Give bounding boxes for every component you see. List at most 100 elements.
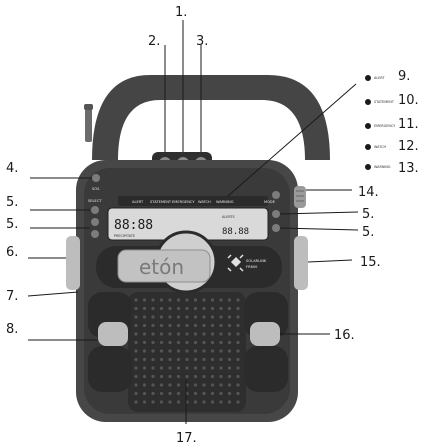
grille-dot [236,357,240,362]
callout-17: 17. [176,431,197,445]
model-line-1: SOLARLINK [246,259,267,263]
grille-dot [202,391,206,396]
model-line-2: FR600 [246,265,258,269]
callout-5-right-top: 5. [362,207,374,222]
grille-dot [193,298,198,302]
grille-dot [176,315,181,319]
grille-dot [159,391,164,396]
grille-dot [210,366,215,370]
grille-dot [134,298,138,302]
grille-dot [151,391,155,396]
grille-dot [176,391,181,396]
grille-dot [134,340,138,345]
legend-statement: STATEMENT [374,100,395,104]
grille-dot [151,383,155,387]
grille-dot [159,340,164,345]
grille-dot [236,323,240,328]
callout-3: 3. [196,34,208,49]
grille-dot [168,332,172,336]
grille-dot [236,340,240,345]
grille-dot [185,349,189,353]
brand-logo: etón [139,255,184,279]
grille-dot [227,298,232,302]
grille-dot [151,315,155,319]
grille-dot [236,366,240,370]
grille-dot [193,340,198,345]
grille-dot [168,400,172,404]
grille-dot [219,400,223,404]
mode-label: MODE [264,200,276,204]
grille-dot [210,315,215,319]
lcd-strip-emergency: EMERGENCY [172,200,195,204]
sos-button[interactable] [92,174,100,182]
grille-dot [176,349,181,353]
grille-dot [142,383,147,387]
sos-label: SOS [92,187,100,191]
callout-16: 16. [334,328,355,343]
grille-dot [151,374,155,379]
grille-dot [193,349,198,353]
grille-dot [151,340,155,345]
grille-dot [193,357,198,362]
grille-dot [142,349,147,353]
grille-dot [176,400,181,404]
callout-6: 6. [6,245,18,260]
watch-led-icon [365,144,371,150]
left-crank-handle[interactable] [98,322,128,346]
left-up-button[interactable] [91,218,99,226]
right-down-button[interactable] [272,224,280,232]
grille-dot [202,349,206,353]
lcd-strip-statement: STATEMENT [150,200,172,204]
callout-14: 14. [358,185,379,200]
grille-dot [168,357,172,362]
grille-dot [168,374,172,379]
grille-dot [142,315,147,319]
grille-dot [193,323,198,328]
tuning-knob[interactable] [294,186,306,208]
grille-dot [151,306,155,311]
grille-dot [219,323,223,328]
grille-dot [185,357,189,362]
left-down-button[interactable] [91,230,99,238]
grille-dot [142,400,147,404]
grille-dot [236,374,240,379]
grille-dot [193,374,198,379]
grille-dot [159,332,164,336]
grille-dot [227,357,232,362]
grille-dot [159,383,164,387]
grille-dot [193,400,198,404]
grille-dot [159,349,164,353]
grille-dot [142,357,147,362]
callout-1: 1. [175,5,187,20]
callout-8: 8. [6,322,18,337]
grille-dot [168,383,172,387]
grille-dot [202,374,206,379]
grille-dot [236,332,240,336]
grille-dot [210,340,215,345]
grille-dot [168,340,172,345]
mode-button[interactable] [272,191,280,199]
antenna [85,108,92,142]
right-up-button[interactable] [272,210,280,218]
grille-dot [210,357,215,362]
callout-13: 13. [398,161,419,176]
grille-dot [168,306,172,311]
grille-dot [142,391,147,396]
grille-dot [227,400,232,404]
grille-dot [227,315,232,319]
right-crank-handle[interactable] [250,322,280,346]
grille-dot [219,306,223,311]
grille-dot [159,357,164,362]
grille-dot [202,323,206,328]
grille-dot [219,298,223,302]
select-button[interactable] [91,206,99,214]
grille-dot [193,315,198,319]
grille-dot [134,400,138,404]
grille-dot [168,349,172,353]
grille-dot [159,323,164,328]
grille-dot [227,374,232,379]
grille-dot [219,374,223,379]
grille-dot [176,298,181,302]
grille-dot [236,391,240,396]
grille-dot [134,349,138,353]
